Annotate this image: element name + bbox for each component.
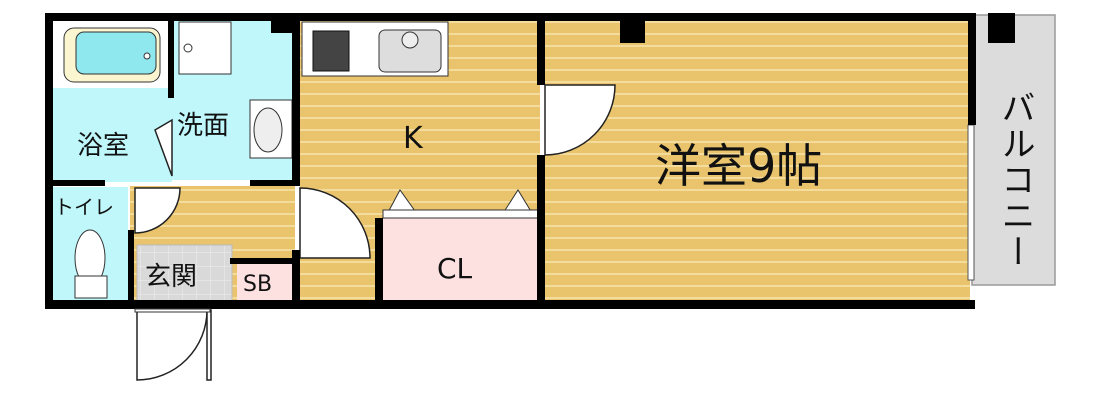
door-kitchen[interactable]: [299, 187, 371, 259]
toilet-icon: [74, 229, 108, 299]
room-label-balcony: バルコニー: [995, 90, 1035, 270]
room-label-shoe-box: SB: [243, 272, 272, 297]
room-label-kitchen: K: [403, 121, 424, 156]
kitchen-counter: [301, 21, 449, 77]
stove-icon: [312, 30, 350, 72]
western-room-floor: [545, 20, 970, 302]
room-label-toilet: トイレ: [54, 195, 114, 219]
window-balcony: [967, 124, 975, 281]
washbasin-icon: [249, 99, 293, 159]
bathtub-icon: [52, 20, 168, 88]
pillar: [988, 13, 1015, 43]
door-entrance[interactable]: [136, 309, 208, 381]
door-toilet[interactable]: [134, 187, 181, 234]
sink-icon: [378, 29, 442, 73]
door-bath[interactable]: [154, 118, 173, 177]
door-western-room[interactable]: [544, 84, 616, 156]
shoe-box: [237, 262, 294, 302]
entrance-floor: [136, 244, 233, 303]
balcony: バルコニー: [971, 13, 1056, 286]
room-label-entrance: 玄関: [145, 262, 197, 292]
walls: [45, 13, 976, 309]
room-label-bath: 浴室: [77, 131, 129, 161]
closet: [383, 218, 538, 302]
washing-machine-icon: [178, 21, 232, 75]
room-label-western: 洋室9帖: [655, 139, 822, 193]
room-label-washroom: 洗面: [177, 111, 229, 141]
doors: [134, 84, 616, 381]
room-label-closet: CL: [437, 252, 473, 285]
